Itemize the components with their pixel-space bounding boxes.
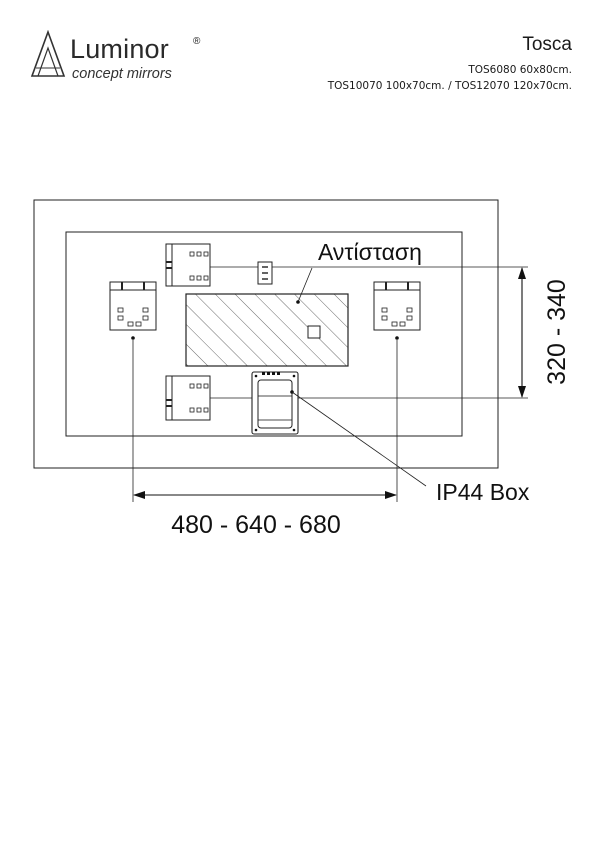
variant-line-2: TOS10070 100x70cm. / TOS12070 120x70cm. bbox=[327, 80, 572, 92]
heater-label: Αντίσταση bbox=[318, 239, 422, 265]
header: Luminor ® concept mirrors Tosca TOS6080 … bbox=[0, 0, 600, 110]
luminor-logo-icon bbox=[30, 30, 66, 77]
heater-pad bbox=[185, 293, 349, 367]
variant-line-1: TOS6080 60x80cm. bbox=[468, 64, 572, 76]
brand-tagline: concept mirrors bbox=[72, 66, 172, 82]
brand-logo: Luminor ® concept mirrors bbox=[30, 30, 230, 90]
heater-leader bbox=[296, 267, 313, 304]
bracket-right bbox=[373, 281, 421, 340]
height-dimension-label: 320 - 340 bbox=[543, 279, 571, 385]
box-label: IP44 Box bbox=[436, 479, 530, 505]
backing-panel bbox=[65, 231, 463, 437]
mirror-outline bbox=[33, 199, 499, 469]
width-dimension-label: 480 - 640 - 680 bbox=[171, 511, 341, 539]
heater-connector bbox=[257, 261, 273, 285]
ip44-box bbox=[251, 371, 299, 435]
brand-name: Luminor bbox=[70, 34, 169, 64]
driver-bottom bbox=[165, 375, 254, 421]
registered-mark: ® bbox=[193, 36, 201, 47]
bracket-left bbox=[109, 281, 157, 340]
model-name: Tosca bbox=[522, 34, 572, 55]
box-leader bbox=[291, 391, 427, 487]
driver-top bbox=[165, 243, 258, 287]
